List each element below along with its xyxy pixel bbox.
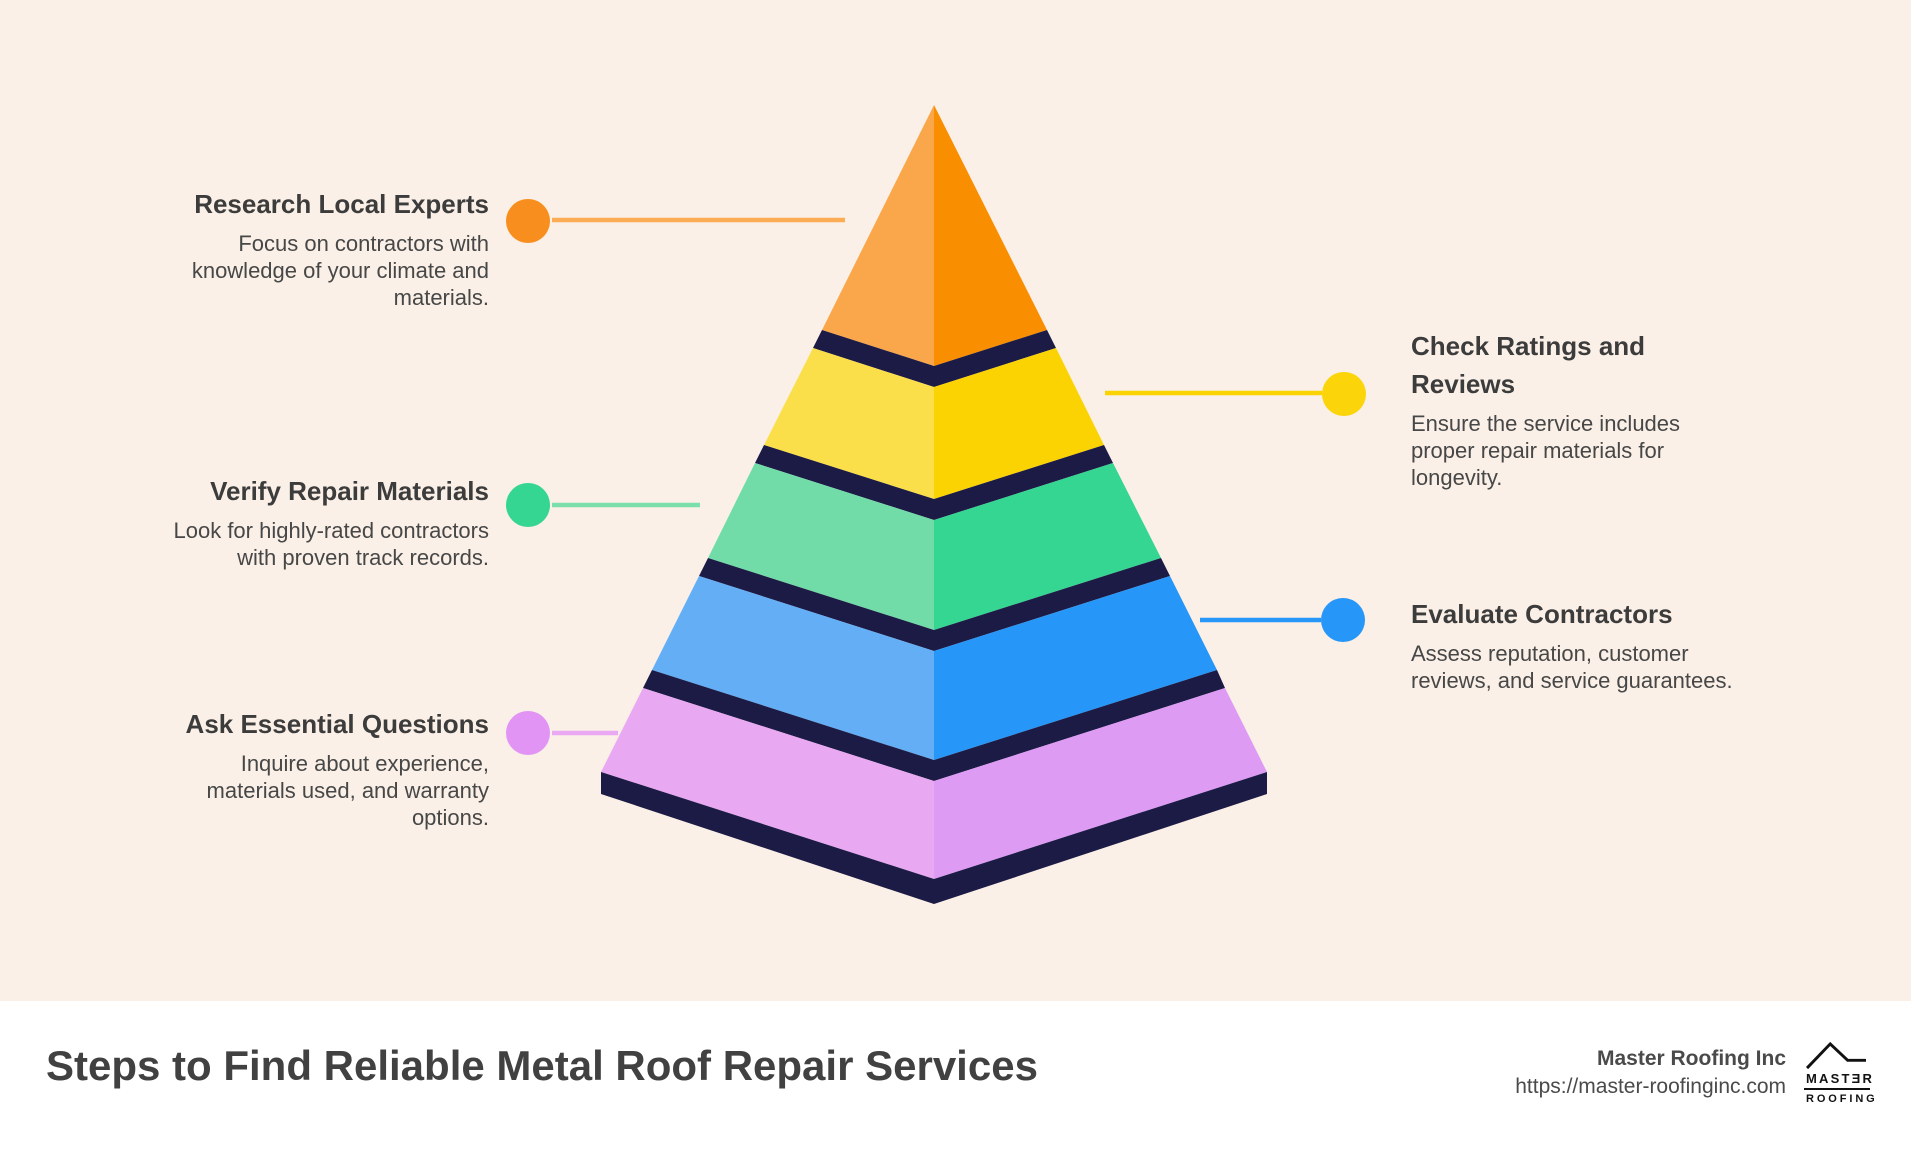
- step-4-description: Assess reputation, customer reviews, and…: [1411, 641, 1733, 693]
- brand-name: Master Roofing Inc: [1596, 1047, 1786, 1070]
- pyramid-tier5-left-face: [601, 688, 934, 879]
- connector-dot-step3: [506, 483, 550, 527]
- pyramid-tier4-right-face: [934, 576, 1217, 760]
- pyramid-tier1-right-face: [934, 105, 1047, 366]
- pyramid-divider-2: [755, 445, 1113, 520]
- step-2-title: Check Ratings and Reviews: [1411, 331, 1646, 399]
- logo-wordmark-top: MASTƎR: [1804, 1070, 1872, 1090]
- roof-outline-icon: [1805, 1041, 1866, 1070]
- connector-dot-step1: [506, 199, 550, 243]
- pyramid-tier2-left-face: [764, 348, 934, 499]
- step-5-description: Inquire about experience, materials used…: [206, 751, 489, 830]
- pyramid-base-band: [601, 772, 1267, 904]
- step-note-3: Verify Repair Materials Look for highly-…: [129, 472, 490, 571]
- connector-dot-step5: [506, 711, 550, 755]
- step-1-description: Focus on contractors with knowledge of y…: [191, 231, 489, 310]
- brand-url: https://master-roofinginc.com: [1515, 1075, 1786, 1098]
- page-title: Steps to Find Reliable Metal Roof Repair…: [46, 1042, 1038, 1089]
- pyramid-tier1-left-face: [822, 105, 934, 366]
- step-note-2: Check Ratings and Reviews Ensure the ser…: [1411, 327, 1761, 491]
- pyramid-tier4-left-face: [652, 576, 934, 760]
- step-3-title: Verify Repair Materials: [210, 476, 489, 506]
- pyramid-tier2-right-face: [934, 348, 1104, 499]
- connector-dot-step2: [1322, 372, 1366, 416]
- brand-logo: MASTƎR ROOFING: [1804, 1041, 1878, 1105]
- logo-wordmark-bottom: ROOFING: [1806, 1093, 1878, 1105]
- step-5-title: Ask Essential Questions: [185, 709, 489, 739]
- step-note-5: Ask Essential Questions Inquire about ex…: [129, 705, 489, 831]
- step-4-title: Evaluate Contractors: [1411, 599, 1673, 629]
- pyramid-tier3-left-face: [708, 463, 934, 630]
- step-note-1: Research Local Experts Focus on contract…: [129, 185, 489, 311]
- footer-bar: Steps to Find Reliable Metal Roof Repair…: [0, 1001, 1911, 1160]
- step-note-4: Evaluate Contractors Assess reputation, …: [1411, 595, 1761, 694]
- pyramid-divider-1: [813, 330, 1056, 387]
- brand-block: Master Roofing Inc https://master-roofin…: [1515, 1041, 1875, 1105]
- step-2-description: Ensure the service includes proper repai…: [1411, 411, 1681, 490]
- pyramid-tier5-right-face: [934, 688, 1267, 879]
- brand-text: Master Roofing Inc https://master-roofin…: [1515, 1045, 1786, 1101]
- step-3-description: Look for highly-rated contractors with p…: [173, 518, 490, 570]
- connector-dot-step4: [1321, 598, 1365, 642]
- pyramid-tier3-right-face: [934, 463, 1161, 630]
- pyramid-divider-3: [699, 558, 1170, 651]
- step-1-title: Research Local Experts: [194, 189, 489, 219]
